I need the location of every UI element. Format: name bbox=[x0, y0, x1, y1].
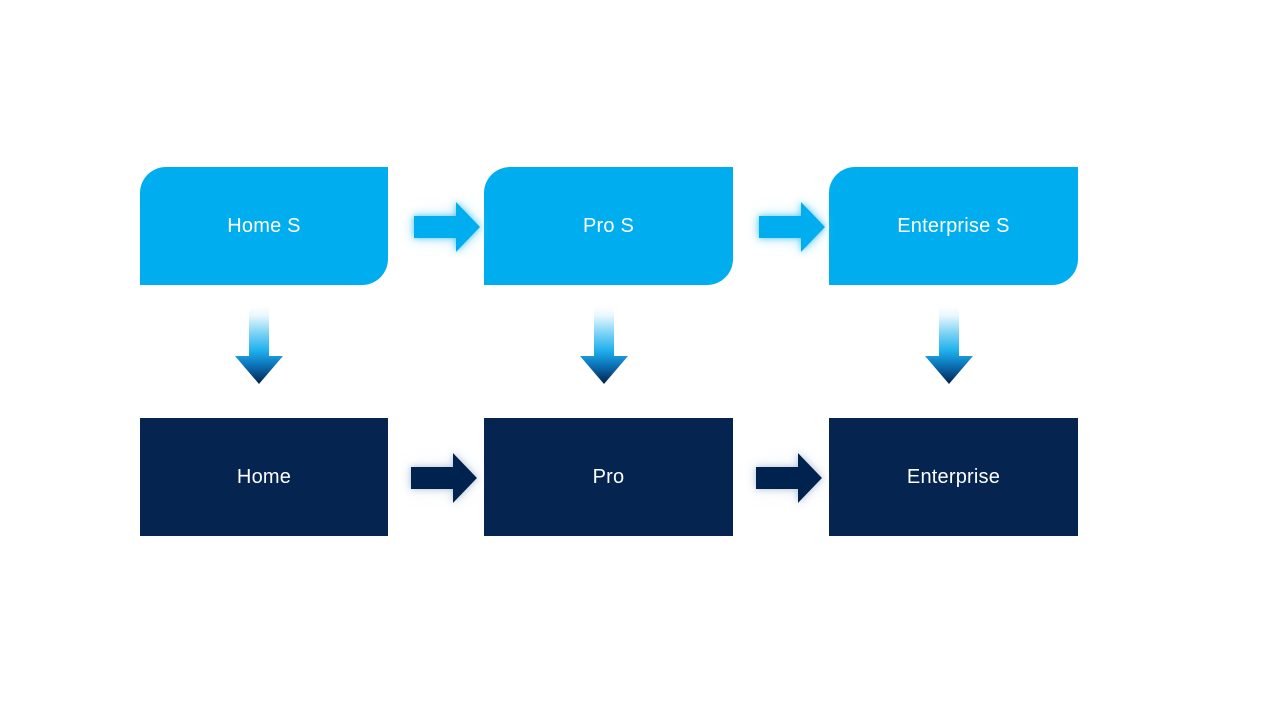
arrow-right-icon-pro-to-enterprise bbox=[746, 447, 830, 509]
arrow-right-icon-home-to-pro bbox=[401, 447, 485, 509]
arrow-right-icon-home-s-to-pro-s bbox=[404, 196, 488, 258]
node-label: Enterprise bbox=[906, 466, 1001, 488]
node-enterprise-s[interactable]: Enterprise S bbox=[829, 167, 1078, 285]
arrow-down-icon-pro-s-to-pro bbox=[573, 306, 635, 390]
node-label: Pro bbox=[592, 466, 625, 488]
arrow-down-icon-home-s-to-home bbox=[228, 306, 290, 390]
node-pro-s[interactable]: Pro S bbox=[484, 167, 733, 285]
arrow-right-icon-pro-s-to-enterprise-s bbox=[749, 196, 833, 258]
node-home-s[interactable]: Home S bbox=[140, 167, 388, 285]
arrow-down-icon-enterprise-s-to-enterprise bbox=[918, 306, 980, 390]
node-label: Home S bbox=[227, 215, 301, 237]
node-label: Enterprise S bbox=[897, 215, 1010, 237]
node-label: Pro S bbox=[582, 215, 635, 237]
node-home[interactable]: Home bbox=[140, 418, 388, 536]
node-enterprise[interactable]: Enterprise bbox=[829, 418, 1078, 536]
node-pro[interactable]: Pro bbox=[484, 418, 733, 536]
node-label: Home bbox=[236, 466, 292, 488]
